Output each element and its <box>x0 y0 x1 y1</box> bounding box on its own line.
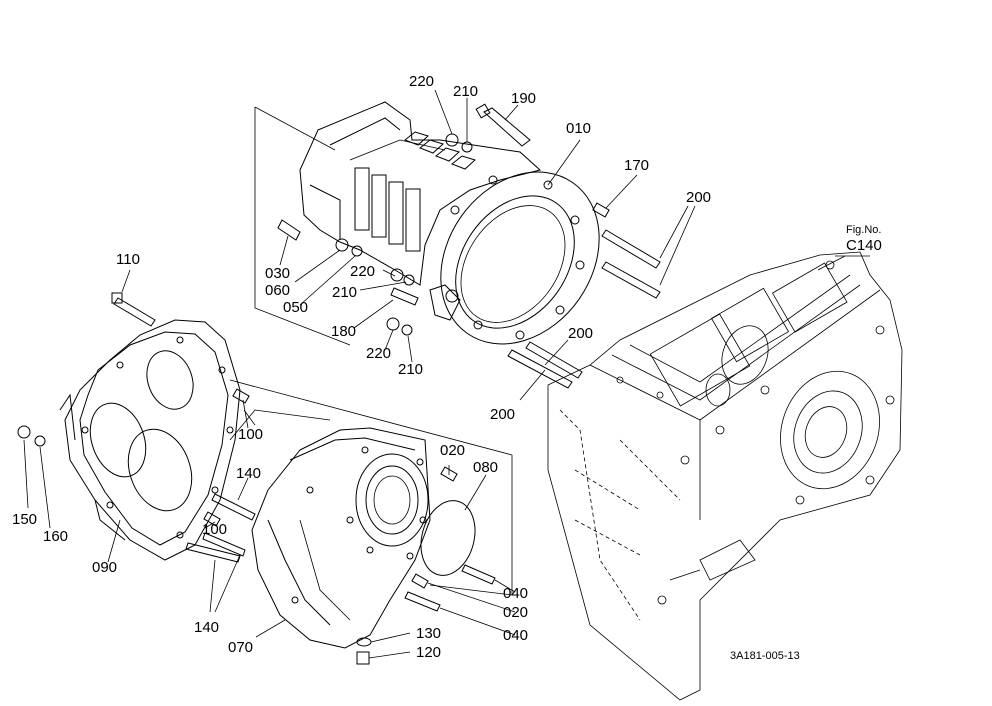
callout-220: 220 <box>350 263 375 280</box>
callout-210: 210 <box>398 361 423 378</box>
callout-220: 220 <box>366 345 391 362</box>
callout-060: 060 <box>265 282 290 299</box>
callout-090: 090 <box>92 559 117 576</box>
callout-110: 110 <box>116 251 140 268</box>
callout-080: 080 <box>473 459 498 476</box>
callout-180: 180 <box>331 323 356 340</box>
figure-ref-line2: C140 <box>846 237 882 254</box>
callout-100: 100 <box>202 521 227 538</box>
callout-020: 020 <box>503 604 528 621</box>
o-ring-080 <box>420 500 476 576</box>
callout-210: 210 <box>332 284 357 301</box>
figure-reference: Fig.No. C140 <box>846 224 882 254</box>
callout-200: 200 <box>490 406 515 423</box>
callout-labels: 220 210 190 010 170 200 030 060 050 220 … <box>12 73 711 661</box>
drawing-code: 3A181-005-13 <box>730 650 800 662</box>
front-housing-090 <box>59 319 241 561</box>
upper-housing-010 <box>254 101 600 346</box>
figure-ref-line1: Fig.No. <box>846 224 881 236</box>
callout-010: 010 <box>566 120 591 137</box>
callout-200: 200 <box>686 189 711 206</box>
fasteners <box>17 103 661 665</box>
callout-150: 150 <box>12 511 37 528</box>
callout-100: 100 <box>238 426 263 443</box>
callout-210: 210 <box>453 83 478 100</box>
callout-130: 130 <box>416 625 441 642</box>
callout-070: 070 <box>228 639 253 656</box>
callout-030: 030 <box>265 265 290 282</box>
callout-190: 190 <box>511 90 536 107</box>
callout-040: 040 <box>503 627 528 644</box>
callout-220: 220 <box>409 73 434 90</box>
callout-140: 140 <box>236 465 261 482</box>
callout-160: 160 <box>43 528 68 545</box>
callout-140: 140 <box>194 619 219 636</box>
callout-040: 040 <box>503 585 528 602</box>
callout-020: 020 <box>440 442 465 459</box>
cover-070 <box>229 379 513 649</box>
callout-200: 200 <box>568 325 593 342</box>
callout-050: 050 <box>283 299 308 316</box>
leader-lines <box>23 89 870 659</box>
callout-170: 170 <box>624 157 649 174</box>
transmission-case-c140 <box>547 251 903 701</box>
callout-120: 120 <box>416 644 441 661</box>
